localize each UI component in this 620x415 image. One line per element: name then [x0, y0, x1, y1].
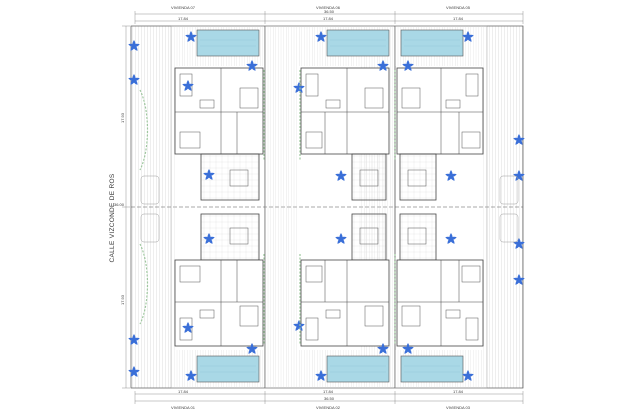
bottom-dimension-lines — [134, 391, 524, 404]
house-top-2 — [300, 67, 390, 201]
house-top-3 — [396, 67, 484, 201]
lot-label-bottom-2: VIVIENDA 02 — [316, 405, 341, 410]
bed-icon — [461, 131, 481, 149]
dim-bottom-1: 17.84 — [178, 389, 189, 394]
dining-table-icon — [445, 99, 461, 109]
bed-icon — [239, 305, 259, 327]
bed-icon — [401, 305, 421, 327]
sofa-icon — [179, 317, 193, 341]
dining-table-icon — [199, 309, 215, 319]
dim-bottom-2: 17.84 — [323, 389, 334, 394]
dining-table-icon — [325, 99, 341, 109]
bed-icon — [461, 265, 481, 283]
dim-top-total: 36.50 — [324, 9, 335, 14]
bed-icon — [239, 87, 259, 109]
dim-top-3: 17.84 — [453, 16, 464, 21]
lot-label-bottom-1: VIVIENDA 01 — [171, 405, 196, 410]
sofa-icon — [305, 317, 319, 341]
dim-top-2: 17.84 — [323, 16, 334, 21]
dim-side-lower: 17.93 — [120, 294, 125, 305]
pool-icon — [326, 29, 390, 57]
top-dimension-lines — [134, 11, 524, 24]
dining-table-icon — [325, 309, 341, 319]
bed-icon — [229, 169, 249, 187]
plant-icon — [334, 170, 348, 182]
dining-table-icon — [199, 99, 215, 109]
bed-icon — [179, 265, 201, 283]
bed-icon — [229, 227, 249, 245]
plant-icon — [444, 170, 458, 182]
bed-icon — [407, 227, 427, 245]
bed-icon — [179, 131, 201, 149]
pool-icon — [196, 29, 260, 57]
parking-outlines — [140, 175, 519, 243]
bed-icon — [407, 169, 427, 187]
pools — [196, 29, 464, 383]
hedges — [139, 70, 396, 344]
sofa-icon — [465, 73, 479, 97]
bed-icon — [359, 227, 379, 245]
pool-icon — [400, 355, 464, 383]
pool-icon — [196, 355, 260, 383]
house-bottom-1 — [174, 213, 264, 347]
bed-icon — [305, 131, 323, 149]
dim-bottom-total: 36.50 — [324, 396, 335, 401]
plant-icon — [444, 233, 458, 245]
house-bottom-2 — [300, 213, 390, 347]
lot-label-top-3: VIVIENDA 05 — [446, 5, 471, 10]
bed-icon — [359, 169, 379, 187]
plant-icon — [334, 233, 348, 245]
furniture — [179, 73, 481, 341]
sofa-icon — [305, 73, 319, 97]
lot-label-top-2: VIVIENDA 06 — [316, 5, 341, 10]
house-bottom-3 — [396, 213, 484, 347]
bed-icon — [305, 265, 323, 283]
dining-table-icon — [445, 309, 461, 319]
bed-icon — [401, 87, 421, 109]
dim-side-upper: 17.93 — [120, 112, 125, 123]
pool-icon — [400, 29, 464, 57]
dim-center: 36.00 — [114, 202, 125, 207]
pool-icon — [326, 355, 390, 383]
bed-icon — [364, 305, 384, 327]
lot-label-top-1: VIVIENDA 07 — [171, 5, 196, 10]
left-dimension-line — [122, 25, 130, 389]
sofa-icon — [465, 317, 479, 341]
dim-top-1: 17.84 — [178, 16, 189, 21]
bed-icon — [364, 87, 384, 109]
dim-bottom-3: 17.84 — [453, 389, 464, 394]
lot-label-bottom-3: VIVIENDA 03 — [446, 405, 471, 410]
street-name: CALLE VIZCONDE DE ROS — [109, 173, 116, 262]
